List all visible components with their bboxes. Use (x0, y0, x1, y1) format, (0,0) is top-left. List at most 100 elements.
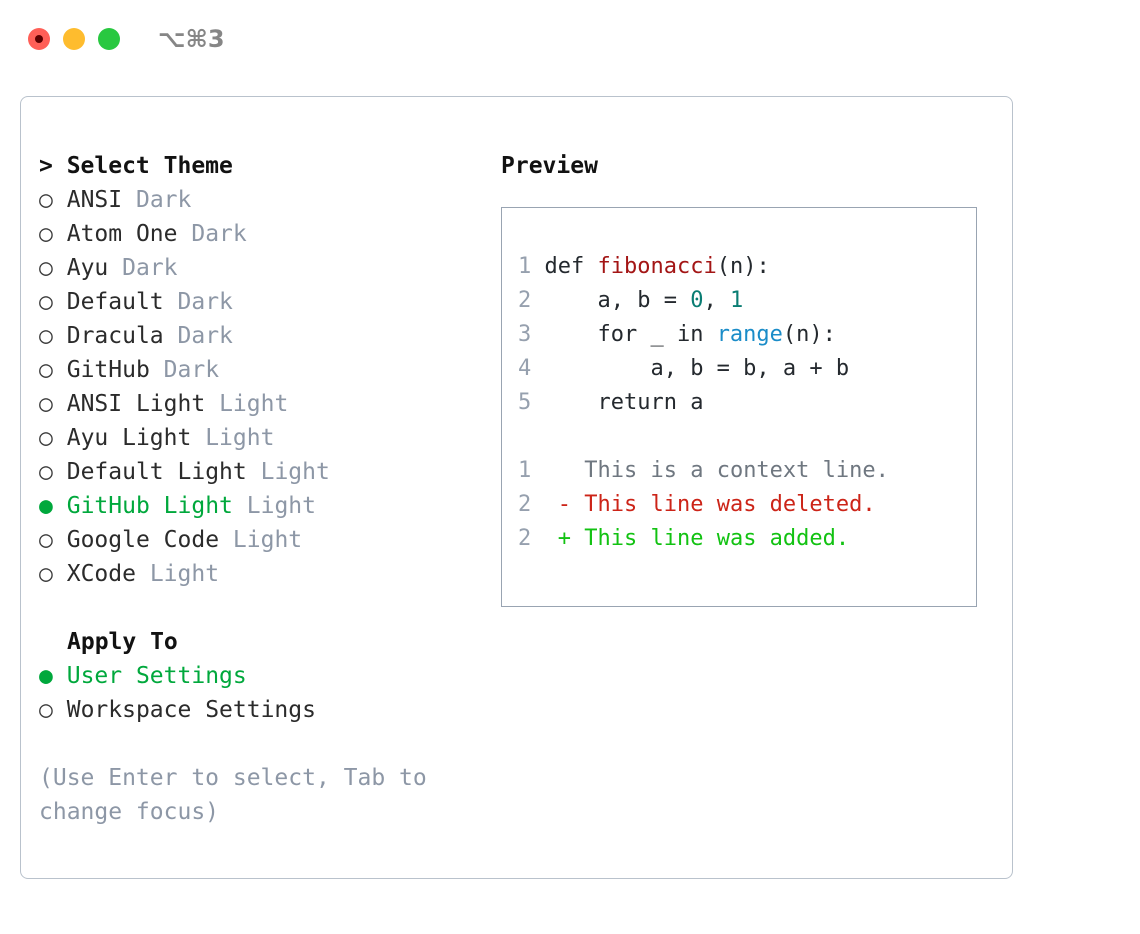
traffic-light-group (28, 28, 120, 50)
apply-to-option-label: Workspace Settings (66, 697, 316, 723)
diff-line: 1 This is a context line. (518, 454, 976, 488)
theme-option-label: Dracula (66, 323, 164, 349)
theme-option[interactable]: ○ Google Code Light (39, 523, 479, 557)
title-bar: ⌥⌘3 (0, 0, 1140, 78)
theme-option[interactable]: ○ Default Light Light (39, 455, 479, 489)
diff-marker: + (557, 526, 571, 551)
diff-sample: 1 This is a context line.2 - This line w… (518, 454, 976, 556)
code-token: for _ in (544, 322, 717, 347)
diff-line-body: - This line was deleted. (531, 492, 876, 517)
radio-selected-icon: ● (39, 663, 53, 689)
code-token: 1 (729, 288, 744, 313)
diff-marker: - (557, 492, 571, 517)
code-token: (n): (716, 254, 770, 279)
radio-unselected-icon: ○ (39, 289, 53, 315)
theme-option-label: GitHub Light (66, 493, 233, 519)
apply-to-option[interactable]: ○ Workspace Settings (39, 693, 479, 727)
code-token: def (544, 254, 598, 279)
preview-title: Preview (501, 153, 598, 179)
diff-line-number: 2 (518, 526, 532, 551)
code-token: , (703, 288, 730, 313)
diff-line-body: + This line was added. (531, 526, 849, 551)
theme-option-variant: Dark (177, 323, 233, 349)
code-token: a, b = b, a + b (544, 356, 850, 381)
line-number: 2 (518, 288, 532, 313)
theme-option-label: Ayu Light (66, 425, 192, 451)
line-number: 1 (518, 254, 532, 279)
line-number: 4 (518, 356, 532, 381)
theme-option-variant: Light (149, 561, 220, 587)
theme-option-label: XCode (66, 561, 136, 587)
theme-option-label: GitHub (66, 357, 150, 383)
diff-line: 2 + This line was added. (518, 522, 976, 556)
theme-option-variant: Light (260, 459, 330, 485)
diff-line-body: This is a context line. (531, 458, 889, 483)
theme-option-label: Default Light (66, 459, 247, 485)
preview-column: Preview 1 def fibonacci(n):2 a, b = 0, 1… (501, 149, 991, 607)
radio-unselected-icon: ○ (39, 697, 53, 723)
theme-option-variant: Dark (163, 357, 220, 383)
theme-option[interactable]: ○ GitHub Dark (39, 353, 479, 387)
theme-option[interactable]: ○ Ayu Dark (39, 251, 479, 285)
theme-picker-panel: > Select Theme ○ ANSI Dark○ Atom One Dar… (20, 96, 1013, 879)
code-line: 2 a, b = 0, 1 (518, 284, 976, 318)
theme-option-label: Google Code (66, 527, 220, 553)
theme-option-variant: Dark (135, 187, 192, 213)
theme-option[interactable]: ○ Dracula Dark (39, 319, 479, 353)
theme-list: ○ ANSI Dark○ Atom One Dark○ Ayu Dark○ De… (39, 183, 479, 591)
theme-option[interactable]: ○ ANSI Dark (39, 183, 479, 217)
theme-option-variant: Dark (122, 255, 178, 281)
theme-option-label: Default (66, 289, 164, 315)
maximize-window-icon[interactable] (98, 28, 120, 50)
radio-unselected-icon: ○ (39, 459, 53, 485)
radio-unselected-icon: ○ (39, 323, 53, 349)
theme-option-variant: Light (205, 425, 275, 451)
theme-option[interactable]: ○ ANSI Light Light (39, 387, 479, 421)
code-token: 0 (690, 288, 704, 313)
radio-unselected-icon: ○ (39, 391, 53, 417)
keyboard-hint-text: (Use Enter to select, Tab to change focu… (39, 765, 441, 825)
code-token: fibonacci (597, 254, 717, 279)
diff-marker (558, 458, 571, 483)
theme-option-label: Atom One (66, 221, 178, 247)
code-line: 5 return a (518, 386, 976, 420)
radio-unselected-icon: ○ (39, 187, 53, 213)
theme-option-label: ANSI Light (66, 391, 206, 417)
radio-unselected-icon: ○ (39, 255, 53, 281)
theme-option-label: Ayu (66, 255, 109, 281)
radio-unselected-icon: ○ (39, 221, 53, 247)
diff-line: 2 - This line was deleted. (518, 488, 976, 522)
apply-to-option[interactable]: ● User Settings (39, 659, 479, 693)
radio-unselected-icon: ○ (39, 357, 53, 383)
list-spacer (39, 591, 479, 625)
theme-option[interactable]: ○ XCode Light (39, 557, 479, 591)
theme-option-variant: Light (219, 391, 289, 417)
code-token: return a (544, 390, 704, 415)
theme-option-variant: Dark (177, 289, 233, 315)
code-line: 3 for _ in range(n): (518, 318, 976, 352)
theme-option[interactable]: ○ Atom One Dark (39, 217, 479, 251)
code-token: range (716, 322, 783, 347)
theme-option[interactable]: ○ Ayu Light Light (39, 421, 479, 455)
theme-option-variant: Dark (191, 221, 247, 247)
code-token: (n): (782, 322, 836, 347)
radio-unselected-icon: ○ (39, 527, 53, 553)
select-theme-header: > Select Theme (39, 153, 233, 179)
minimize-window-icon[interactable] (63, 28, 85, 50)
theme-option[interactable]: ● GitHub Light Light (39, 489, 479, 523)
radio-unselected-icon: ○ (39, 561, 53, 587)
code-line: 1 def fibonacci(n): (518, 250, 976, 284)
close-window-icon[interactable] (28, 28, 50, 50)
theme-option-variant: Light (246, 493, 316, 519)
diff-line-number: 2 (518, 492, 532, 517)
keyboard-shortcut-label: ⌥⌘3 (158, 25, 225, 53)
theme-option-label: ANSI (66, 187, 123, 213)
theme-option[interactable]: ○ Default Dark (39, 285, 479, 319)
theme-selection-column: > Select Theme ○ ANSI Dark○ Atom One Dar… (39, 149, 479, 829)
code-line: 4 a, b = b, a + b (518, 352, 976, 386)
apply-to-list: ● User Settings○ Workspace Settings (39, 659, 479, 727)
code-diff-gap (518, 420, 976, 454)
